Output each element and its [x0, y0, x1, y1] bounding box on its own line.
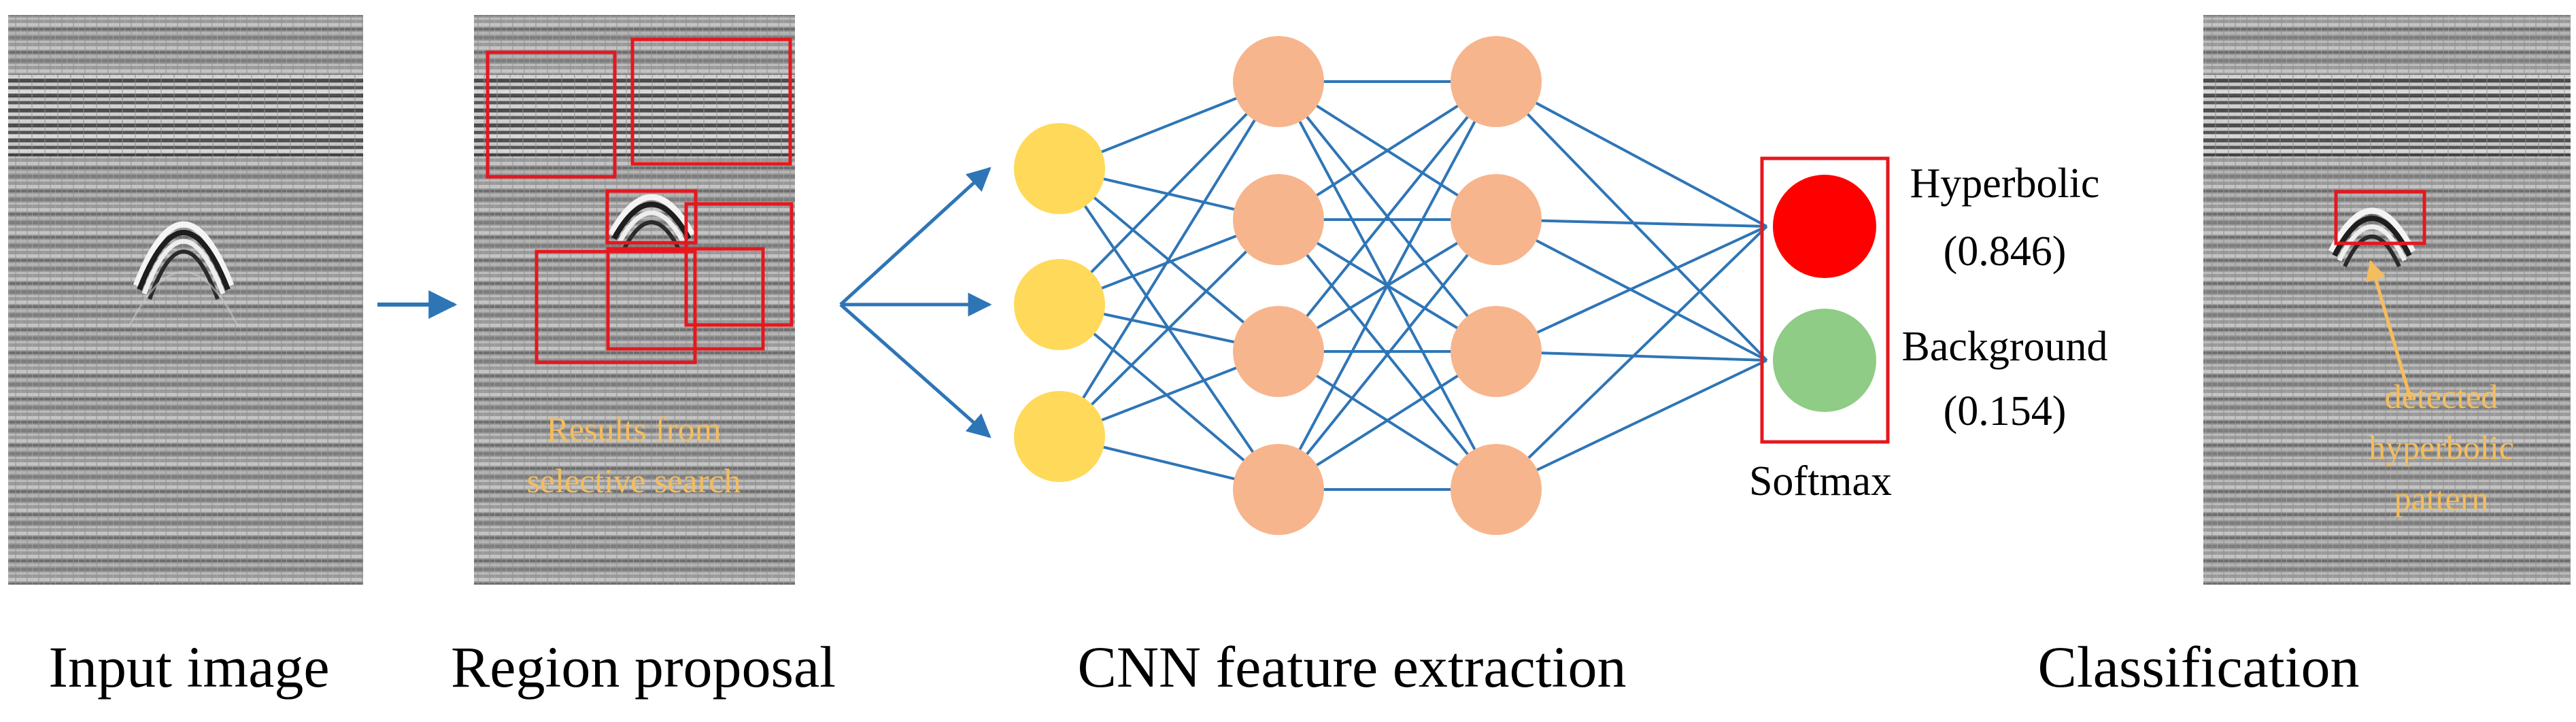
detected-line1: detected — [2385, 377, 2498, 415]
proposal-box — [535, 250, 697, 364]
network-edge — [1495, 80, 1767, 228]
classification-panel: detected hyperbolic pattern — [2203, 15, 2571, 585]
background-score: (0.154) — [1944, 388, 2067, 434]
network-edge — [1277, 218, 1497, 491]
network-edge — [1277, 81, 1497, 490]
region-proposal-panel: Results from selective search — [474, 15, 795, 585]
detected-line3: pattern — [2394, 479, 2489, 517]
softmax-output: Hyperbolic (0.846) Background (0.154) So… — [1749, 156, 2108, 504]
proposal-box — [630, 37, 792, 166]
input-node — [1014, 259, 1105, 350]
network-edge — [1058, 303, 1280, 491]
network-edge — [1058, 218, 1280, 438]
hidden-layer2-node — [1451, 444, 1542, 535]
hidden-layer2-node — [1451, 36, 1542, 127]
caption-cnn-feature-extraction: CNN feature extraction — [1077, 634, 1626, 700]
hidden-layer1-node — [1233, 306, 1324, 397]
network-edge — [1058, 80, 1280, 438]
softmax-box — [1760, 156, 1890, 444]
proposal-box — [486, 50, 617, 179]
hidden-layer2-node — [1451, 306, 1542, 397]
hidden-layer1-node — [1233, 444, 1324, 535]
region-proposal-boxes — [486, 37, 794, 364]
background-label: Background — [1901, 324, 2107, 370]
network-edge — [1277, 80, 1497, 353]
hyperbola-signature — [128, 221, 239, 327]
network-nodes — [1014, 36, 1542, 535]
hidden-layer2-node — [1451, 174, 1542, 265]
proposal-box — [605, 189, 698, 245]
network-edge — [1495, 359, 1767, 491]
proposal-box — [684, 202, 794, 327]
region-caption-line2: selective search — [526, 462, 741, 500]
detected-box — [2334, 190, 2426, 245]
input-node — [1014, 391, 1105, 482]
detected-pointer-arrow — [2366, 260, 2413, 400]
input-image-panel — [8, 15, 363, 585]
caption-classification: Classification — [2038, 634, 2360, 700]
input-node — [1014, 123, 1105, 214]
background-output-node — [1773, 309, 1876, 412]
region-caption-line1: Results from — [547, 410, 722, 448]
hyperbola-signature — [608, 194, 695, 250]
caption-input-image: Input image — [48, 634, 329, 700]
proposal-box — [606, 247, 765, 351]
softmax-label: Softmax — [1749, 458, 1892, 504]
hidden-layer1-node — [1233, 174, 1324, 265]
hyperbolic-score: (0.846) — [1944, 228, 2067, 275]
network-edge — [1495, 80, 1768, 362]
network-edges — [1058, 80, 1768, 491]
hyperbolic-output-node — [1773, 175, 1876, 278]
caption-region-proposal: Region proposal — [451, 634, 836, 700]
hyperbolic-label: Hyperbolic — [1910, 160, 2100, 207]
network-edge — [1495, 225, 1767, 353]
detected-line2: hyperbolic — [2369, 428, 2514, 466]
network-edge — [1058, 80, 1280, 306]
hyperbola-signature — [2328, 207, 2416, 268]
region-to-network-arrows — [839, 167, 992, 439]
hidden-layer1-node — [1233, 36, 1324, 127]
network-edge — [1495, 225, 1768, 491]
